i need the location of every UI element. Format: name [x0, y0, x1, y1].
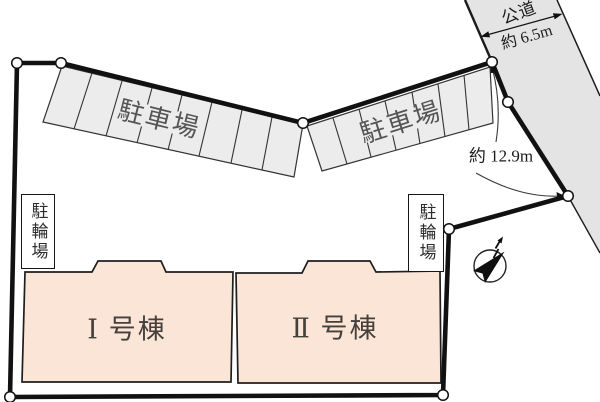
parking-lot-right [306, 66, 494, 172]
building-two-footprint [235, 260, 442, 384]
road-right-edge [556, 0, 600, 97]
road-left-edge [463, 0, 494, 63]
north-arrow-icon [473, 236, 507, 283]
bicycle-parking-right-box: 駐輪場 [408, 194, 444, 272]
parking-lot-right-outline [306, 66, 494, 172]
frontage-label: 約 12.9m [468, 146, 534, 166]
property-boundary [7, 59, 571, 400]
frontage-leader [475, 66, 561, 197]
parking-lot-right-dividers [332, 74, 470, 165]
building-one-label: Ⅰ 号棟 [87, 314, 167, 345]
building-one-footprint [21, 260, 234, 383]
bicycle-parking-left-box: 駐輪場 [21, 194, 55, 269]
bicycle-parking-right-label: 駐輪場 [416, 203, 436, 263]
road-lower-edge [567, 195, 600, 254]
bicycle-parking-left-label: 駐輪場 [28, 201, 48, 262]
building-two-label: Ⅱ 号棟 [291, 313, 379, 344]
road-width-arrow [480, 13, 563, 38]
parking-lot-left-dividers [73, 72, 273, 171]
